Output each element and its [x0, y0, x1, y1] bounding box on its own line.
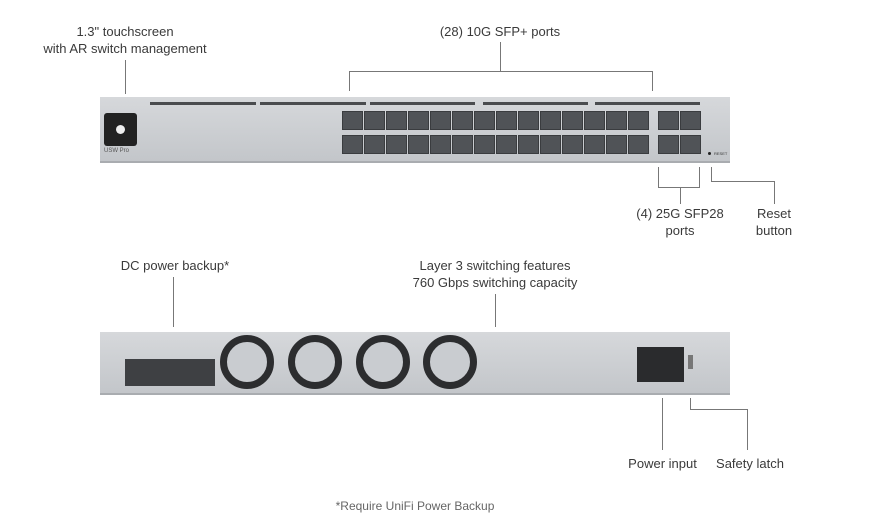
rear-panel — [100, 332, 730, 395]
touch-button-icon — [116, 125, 125, 134]
sfp-plus-port[interactable] — [496, 135, 517, 154]
callout-power-input: Power input — [628, 456, 697, 471]
sfp-plus-port[interactable] — [606, 111, 627, 130]
callout-sfp28: (4) 25G SFP28 ports — [636, 206, 724, 238]
sfp28-port[interactable] — [680, 111, 701, 130]
fan-icon — [288, 335, 342, 389]
leader-line — [500, 42, 501, 72]
sfp-plus-port[interactable] — [628, 135, 649, 154]
sfp-plus-port[interactable] — [342, 135, 363, 154]
front-panel: USW Pro RESET — [100, 97, 730, 163]
sfp-plus-port[interactable] — [540, 135, 561, 154]
sfp-plus-port[interactable] — [342, 111, 363, 130]
sfp-plus-port[interactable] — [430, 135, 451, 154]
power-input-port[interactable] — [637, 347, 684, 382]
sfp-plus-port[interactable] — [452, 111, 473, 130]
sfp-plus-port[interactable] — [562, 111, 583, 130]
fan-icon — [423, 335, 477, 389]
sfp-plus-port[interactable] — [474, 135, 495, 154]
reset-button[interactable] — [708, 152, 711, 155]
dc-power-port — [125, 359, 215, 386]
sfp-plus-port[interactable] — [474, 111, 495, 130]
callout-safety-latch: Safety latch — [716, 456, 784, 471]
sfp28-port[interactable] — [680, 135, 701, 154]
sfp28-port[interactable] — [658, 111, 679, 130]
sfp-plus-port[interactable] — [452, 135, 473, 154]
model-label: USW Pro — [104, 148, 130, 154]
sfp-plus-port[interactable] — [386, 135, 407, 154]
sfp-plus-port[interactable] — [364, 135, 385, 154]
bracket — [652, 71, 653, 91]
callout-touchscreen: 1.3" touchscreen with AR switch manageme… — [43, 24, 207, 56]
sfp-plus-port[interactable] — [628, 111, 649, 130]
sfp-plus-port[interactable] — [562, 135, 583, 154]
sfp-plus-port[interactable] — [584, 135, 605, 154]
fan-icon — [220, 335, 274, 389]
sfp-plus-port[interactable] — [408, 135, 429, 154]
sfp-plus-port[interactable] — [606, 135, 627, 154]
callout-sfp-plus: (28) 10G SFP+ ports — [439, 24, 561, 39]
sfp-plus-port[interactable] — [430, 111, 451, 130]
callout-layer3: Layer 3 switching features 760 Gbps swit… — [412, 258, 578, 290]
callout-dc-power: DC power backup* — [120, 258, 230, 273]
touchscreen[interactable] — [104, 113, 137, 146]
sfp-plus-port[interactable] — [584, 111, 605, 130]
sfp28-port[interactable] — [658, 135, 679, 154]
reset-label: RESET — [714, 151, 728, 156]
sfp-plus-port[interactable] — [518, 135, 539, 154]
fan-icon — [356, 335, 410, 389]
sfp-plus-port[interactable] — [408, 111, 429, 130]
bracket — [349, 71, 653, 72]
callout-reset: Reset button — [755, 206, 793, 238]
safety-latch[interactable] — [688, 355, 693, 369]
bracket — [349, 71, 350, 91]
sfp-plus-port[interactable] — [364, 111, 385, 130]
sfp-plus-port[interactable] — [496, 111, 517, 130]
leader-line — [125, 60, 126, 94]
sfp-plus-port[interactable] — [540, 111, 561, 130]
sfp-plus-port[interactable] — [386, 111, 407, 130]
sfp-plus-port[interactable] — [518, 111, 539, 130]
